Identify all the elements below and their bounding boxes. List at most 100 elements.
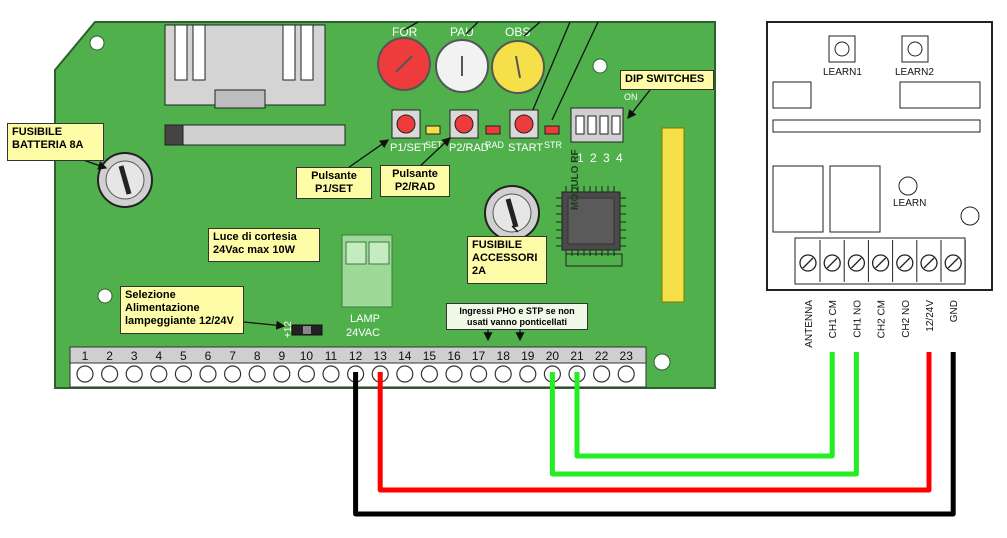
button-label: P2/RAD <box>449 142 489 154</box>
callout-fusibile-batteria: FUSIBILE BATTERIA 8A <box>7 123 104 161</box>
callout-pulsante-p2: Pulsante P2/RAD <box>380 165 450 197</box>
heatsink <box>164 24 346 146</box>
led-label: RAD <box>485 140 505 150</box>
terminal-screw <box>617 365 635 383</box>
dip-switch: ON 1 2 3 4 <box>570 92 638 165</box>
dip-number: 4 <box>616 151 623 165</box>
callout-fusibile-accessori: FUSIBILE ACCESSORI 2A <box>467 236 547 284</box>
screw-slot <box>826 257 838 269</box>
receiver-terminal-label: CH2 CM <box>877 300 888 338</box>
terminal-number: 21 <box>570 349 584 363</box>
voltage-jumper: +12 <box>283 321 323 338</box>
accessory-fuse <box>484 185 540 241</box>
terminal-number: 9 <box>278 349 285 363</box>
button-label: START <box>508 142 543 154</box>
button-p2-rad <box>454 114 474 134</box>
callout-line: lampeggiante 12/24V <box>125 315 234 327</box>
terminal-number: 20 <box>546 349 560 363</box>
callout-line: FUSIBILE <box>472 239 523 251</box>
callout-line: 2A <box>472 265 487 277</box>
terminal-number: 18 <box>497 349 511 363</box>
button-start <box>514 114 534 134</box>
receiver-module: LEARN1 LEARN2 LEARN ANTENNA CH1 CM CH1 NO C… <box>766 21 993 348</box>
wire <box>574 352 835 459</box>
receiver-screws <box>799 240 966 282</box>
leds: SET RAD STR <box>425 125 563 150</box>
rf-module: MODULO RF <box>556 149 626 267</box>
terminal-screw <box>396 365 414 383</box>
terminal-screw <box>125 365 143 383</box>
terminal-screw <box>494 365 512 383</box>
terminal-screw <box>174 365 192 383</box>
terminal-number: 10 <box>300 349 314 363</box>
callout-line: Luce di cortesia <box>213 231 297 243</box>
lamp-label: 24VAC <box>346 327 380 339</box>
callout-line: Pulsante <box>311 170 357 182</box>
terminal-number: 22 <box>595 349 609 363</box>
learn2-label: LEARN2 <box>895 67 934 78</box>
callout-luce-cortesia: Luce di cortesia 24Vac max 10W <box>208 228 320 262</box>
terminal-number: 23 <box>620 349 634 363</box>
callout-line: P1/SET <box>315 183 353 195</box>
callout-line: P2/RAD <box>394 181 436 193</box>
terminal-screw <box>224 365 242 383</box>
terminal-screw <box>445 365 463 383</box>
terminal-number: 7 <box>229 349 236 363</box>
callout-line: DIP SWITCHES <box>625 73 705 85</box>
button-label: P1/SET <box>390 142 428 154</box>
relay <box>772 165 824 233</box>
terminal-number: 2 <box>106 349 113 363</box>
callout-line: Alimentazione <box>125 302 200 314</box>
receiver-terminal-label: CH1 CM <box>828 300 839 338</box>
trimmers: FOR PAU OBS <box>377 25 545 94</box>
callout-line: Pulsante <box>392 168 438 180</box>
receiver-terminal-label: CH2 NO <box>901 300 912 338</box>
terminal-number: 15 <box>423 349 437 363</box>
screw-slot <box>850 257 862 269</box>
learn-led <box>898 176 918 196</box>
terminal-screw <box>248 365 266 383</box>
terminal-number: 17 <box>472 349 486 363</box>
terminal-screw <box>150 365 168 383</box>
learn-label: LEARN <box>893 198 926 209</box>
battery-fuse <box>97 152 153 208</box>
relay <box>829 165 881 233</box>
receiver-terminal-label: CH1 NO <box>852 300 863 338</box>
callout-line: Ingressi PHO e STP se non <box>459 306 575 316</box>
terminal-number: 1 <box>82 349 89 363</box>
terminal-number: 3 <box>131 349 138 363</box>
led-label: STR <box>544 140 563 150</box>
receiver-terminal-label: GND <box>949 300 960 322</box>
terminal-number: 6 <box>205 349 212 363</box>
terminal-screw <box>76 365 94 383</box>
terminal-number: 16 <box>447 349 461 363</box>
learn1-label: LEARN1 <box>823 67 862 78</box>
led-label: SET <box>425 140 443 150</box>
terminal-number: 12 <box>349 349 363 363</box>
mounting-hole <box>592 58 608 74</box>
terminal-screws <box>76 365 635 383</box>
terminal-number: 4 <box>155 349 162 363</box>
lamp-connector: LAMP 24VAC <box>341 234 393 339</box>
push-buttons: P1/SET P2/RAD START <box>390 109 543 154</box>
receiver-terminal-label: ANTENNA <box>804 300 815 348</box>
dip-number: 2 <box>590 151 597 165</box>
wires <box>353 352 956 517</box>
screw-slot <box>875 257 887 269</box>
terminal-number: 13 <box>374 349 388 363</box>
wire <box>377 352 932 493</box>
terminal-screw <box>592 365 611 383</box>
button-p1-set <box>396 114 416 134</box>
dip-on-label: ON <box>624 92 638 102</box>
terminal-screw <box>322 365 340 383</box>
callout-pulsante-p1: Pulsante P1/SET <box>296 167 372 199</box>
terminal-screw <box>420 365 438 383</box>
callout-selezione: Selezione Alimentazione lampeggiante 12/… <box>120 286 244 334</box>
receiver-hole <box>960 206 980 226</box>
terminal-screw <box>519 365 537 383</box>
lamp-label: LAMP <box>350 313 380 325</box>
wire <box>549 352 859 477</box>
